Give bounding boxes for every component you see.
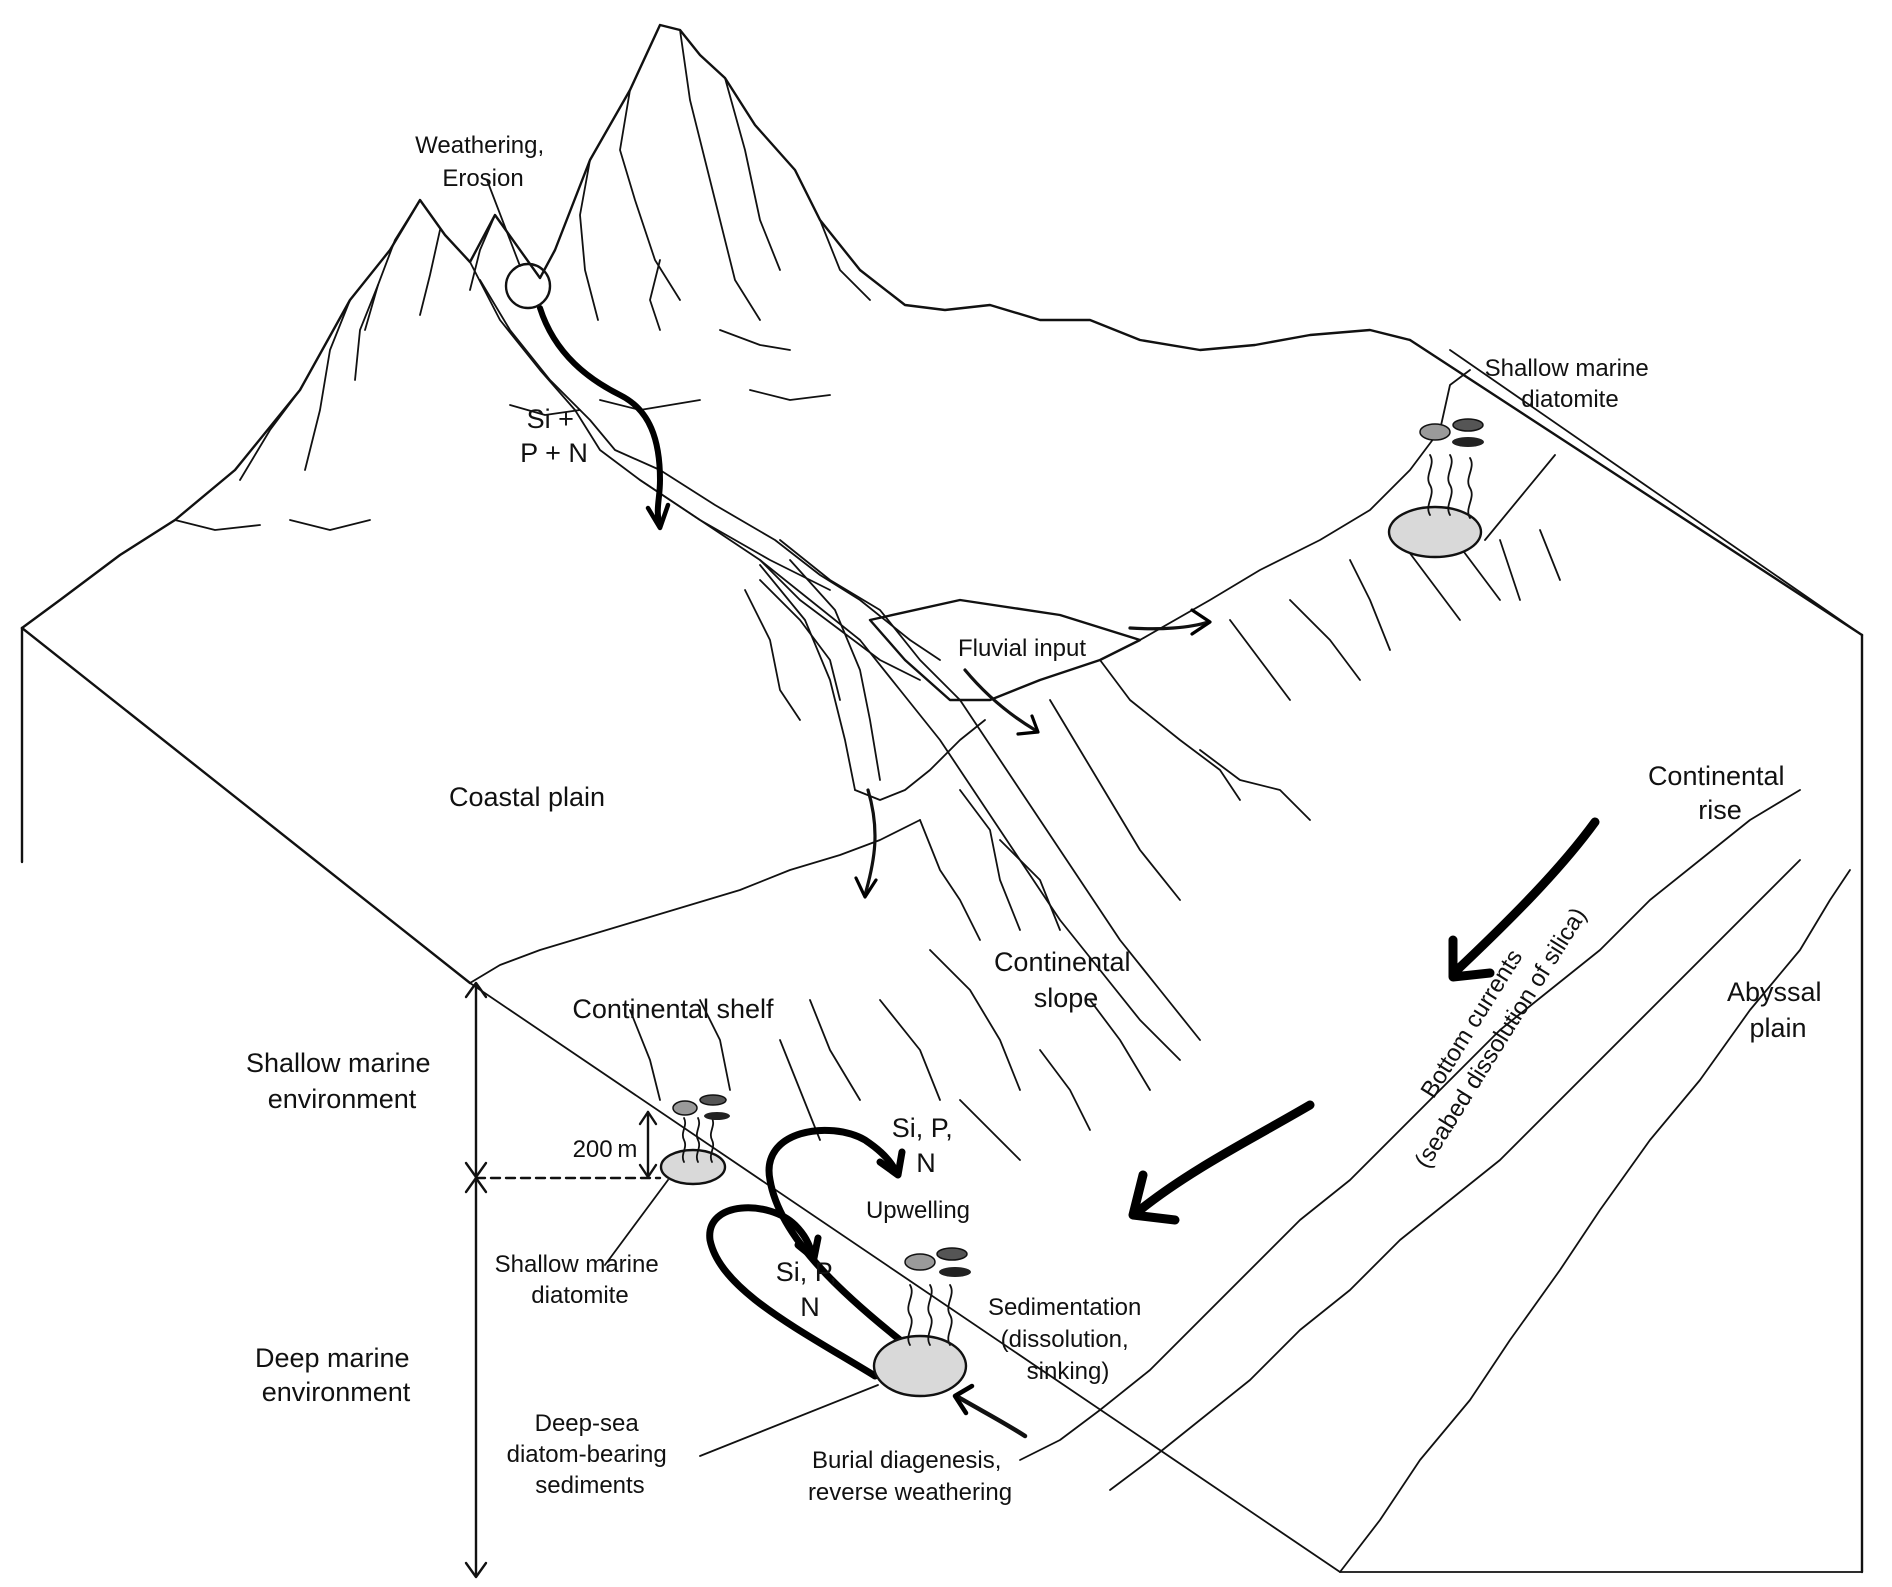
labels: Weathering, Erosion Si + P + N Shallow m… xyxy=(246,132,1829,1506)
weathering-flow-arrow xyxy=(537,305,663,528)
diatom-pod-shallow xyxy=(604,1094,730,1266)
burial-diagenesis-label: Burial diagenesis, reverse weathering xyxy=(808,1447,1012,1506)
continental-shelf-label: Continental shelf xyxy=(572,994,774,1024)
diatom-icon xyxy=(1419,423,1451,441)
weathering-marker-circle xyxy=(504,262,552,310)
shallow-marine-diatomite-bottom-label: Shallow marine diatomite xyxy=(495,1251,666,1309)
weathering-arrowhead xyxy=(645,502,671,531)
diatom-icon xyxy=(904,1253,936,1271)
depth-200m-label: 200 m xyxy=(573,1136,638,1163)
coastal-plain-label: Coastal plain xyxy=(449,782,605,812)
si-p-n-upper-label: Si, P, N xyxy=(892,1113,961,1178)
deep-marine-environment-label: Deep marine environment xyxy=(255,1343,417,1407)
shallow-marine-environment-label: Shallow marine environment xyxy=(246,1048,438,1114)
continental-rise-label: Continental rise xyxy=(1648,761,1792,825)
si-p-n-lower-label: Si, P, N xyxy=(776,1257,845,1322)
diatom-icon xyxy=(699,1094,727,1106)
diatom-icon xyxy=(704,1112,730,1120)
diatom-pod-top xyxy=(1387,418,1556,559)
weathering-label: Weathering, Erosion xyxy=(415,132,551,192)
diatom-icon xyxy=(672,1100,698,1116)
bottom-currents-label: Bottom currents (seabed dissolution of s… xyxy=(1382,886,1592,1173)
diatom-icon xyxy=(1452,437,1484,447)
diatom-icon xyxy=(939,1267,971,1277)
terrain-outline xyxy=(20,23,1864,1574)
diatom-pod-deep xyxy=(699,1247,971,1457)
flow-arrows xyxy=(537,305,1600,1439)
deep-sea-sediments-label: Deep-sea diatom-bearing sediments xyxy=(507,1410,674,1499)
shallow-marine-diatomite-top-label: Shallow marine diatomite xyxy=(1485,355,1656,413)
si-pn-label: Si + P + N xyxy=(520,404,588,468)
upwelling-label: Upwelling xyxy=(866,1197,970,1224)
continental-slope-label: Continental slope xyxy=(994,947,1138,1013)
depth-scale xyxy=(464,981,662,1579)
abyssal-plain-label: Abyssal plain xyxy=(1727,977,1829,1043)
fluvial-input-label: Fluvial input xyxy=(958,635,1086,662)
diatom-icon xyxy=(936,1247,968,1261)
diatom-icon xyxy=(1452,418,1484,432)
sedimentation-label: Sedimentation (dissolution, sinking) xyxy=(988,1294,1148,1385)
